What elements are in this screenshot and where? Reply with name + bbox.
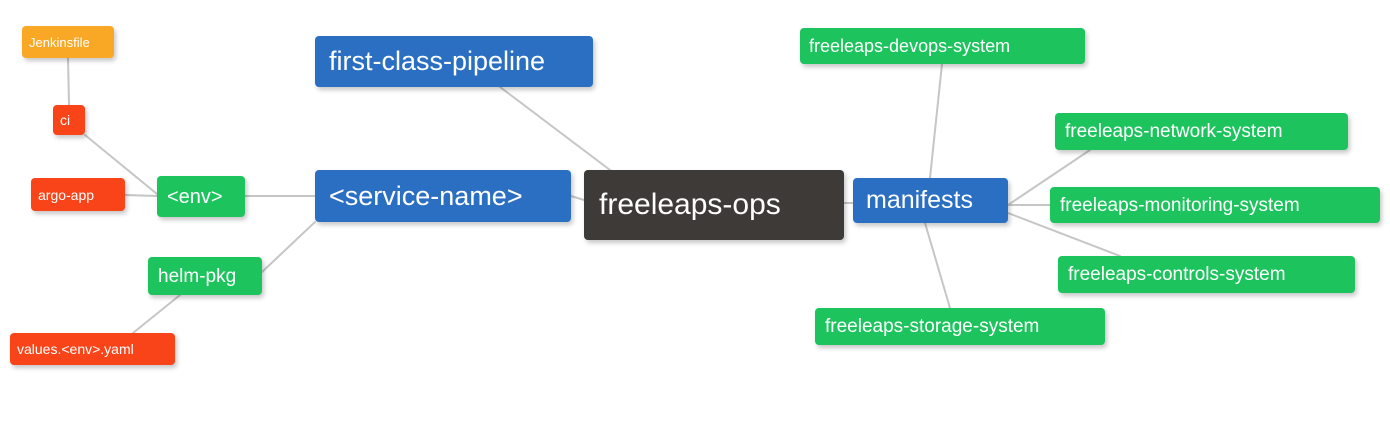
mindmap-node-env[interactable]: <env> — [157, 176, 245, 217]
mindmap-node-label: helm-pkg — [158, 265, 237, 287]
mindmap-node-devops-system[interactable]: freeleaps-devops-system — [800, 28, 1085, 64]
mindmap-node-label: argo-app — [38, 186, 95, 203]
mindmap-node-helm-pkg[interactable]: helm-pkg — [148, 257, 262, 295]
mindmap-node-label: ci — [60, 112, 71, 128]
mindmap-node-label: manifests — [866, 186, 973, 214]
mindmap-node-first-class-pipeline[interactable]: first-class-pipeline — [315, 36, 593, 87]
edge-manifests-to-storage-system — [924, 222, 951, 309]
mindmap-node-values-yaml[interactable]: values.<env>.yaml — [10, 333, 175, 365]
mindmap-node-network-system[interactable]: freeleaps-network-system — [1055, 113, 1348, 150]
mindmap-node-argo-app[interactable]: argo-app — [31, 178, 125, 211]
mindmap-node-label: Jenkinsfile — [29, 34, 90, 50]
edge-service-name-to-helm-pkg — [261, 221, 316, 273]
mindmap-node-label: freeleaps-controls-system — [1068, 264, 1286, 285]
mindmap-node-label: freeleaps-devops-system — [809, 36, 1011, 56]
edge-jenkinsfile-to-ci — [67, 57, 70, 106]
mindmap-node-manifests[interactable]: manifests — [853, 178, 1008, 223]
edge-helm-pkg-to-values-yaml — [132, 294, 181, 334]
mindmap-node-freeleaps-ops[interactable]: freeleaps-ops — [584, 170, 844, 240]
edge-argo-app-to-env — [124, 194, 158, 197]
mindmap-node-label: <env> — [167, 185, 223, 208]
edge-service-name-to-freeleaps-ops — [570, 195, 585, 201]
mindmap-node-service-name[interactable]: <service-name> — [315, 170, 571, 222]
mindmap-node-label: freeleaps-ops — [599, 188, 781, 221]
mindmap-node-label: freeleaps-storage-system — [825, 316, 1040, 337]
mindmap-node-jenkinsfile[interactable]: Jenkinsfile — [22, 26, 114, 58]
mindmap-node-monitoring-system[interactable]: freeleaps-monitoring-system — [1050, 187, 1380, 223]
edge-manifests-to-devops-system — [929, 63, 943, 179]
mindmap-node-ci[interactable]: ci — [53, 105, 85, 135]
mindmap-node-controls-system[interactable]: freeleaps-controls-system — [1058, 256, 1355, 293]
mindmap-node-label: freeleaps-monitoring-system — [1060, 194, 1300, 216]
mindmap-node-label: freeleaps-network-system — [1065, 121, 1283, 142]
mindmap-node-label: <service-name> — [329, 180, 523, 211]
edge-first-class-pipeline-to-freeleaps-ops — [499, 86, 611, 171]
mindmap-node-label: first-class-pipeline — [329, 46, 546, 76]
mindmap-node-storage-system[interactable]: freeleaps-storage-system — [815, 308, 1105, 345]
mindmap-node-label: values.<env>.yaml — [17, 341, 134, 357]
